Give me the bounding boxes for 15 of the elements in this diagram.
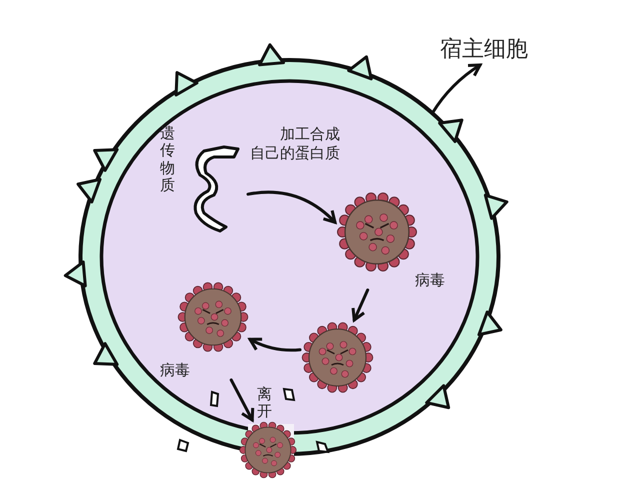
virus-label: 病毒 [160, 360, 190, 380]
virus-group [335, 190, 445, 290]
vertical-label: 遗传物质 [160, 125, 175, 194]
virus-drawing [300, 320, 375, 395]
edge-label: 离开 [257, 386, 272, 419]
arrow [230, 378, 254, 422]
virus-label: 病毒 [415, 270, 445, 290]
arrow [430, 64, 482, 114]
virus-group [160, 280, 250, 380]
virus-drawing [238, 420, 298, 480]
arrow [248, 337, 302, 352]
arrow [246, 190, 336, 224]
arrow [352, 288, 370, 322]
edge-label: 加工合成自己的蛋白质 [250, 125, 341, 163]
cell-label: 宿主细胞 [440, 36, 528, 64]
